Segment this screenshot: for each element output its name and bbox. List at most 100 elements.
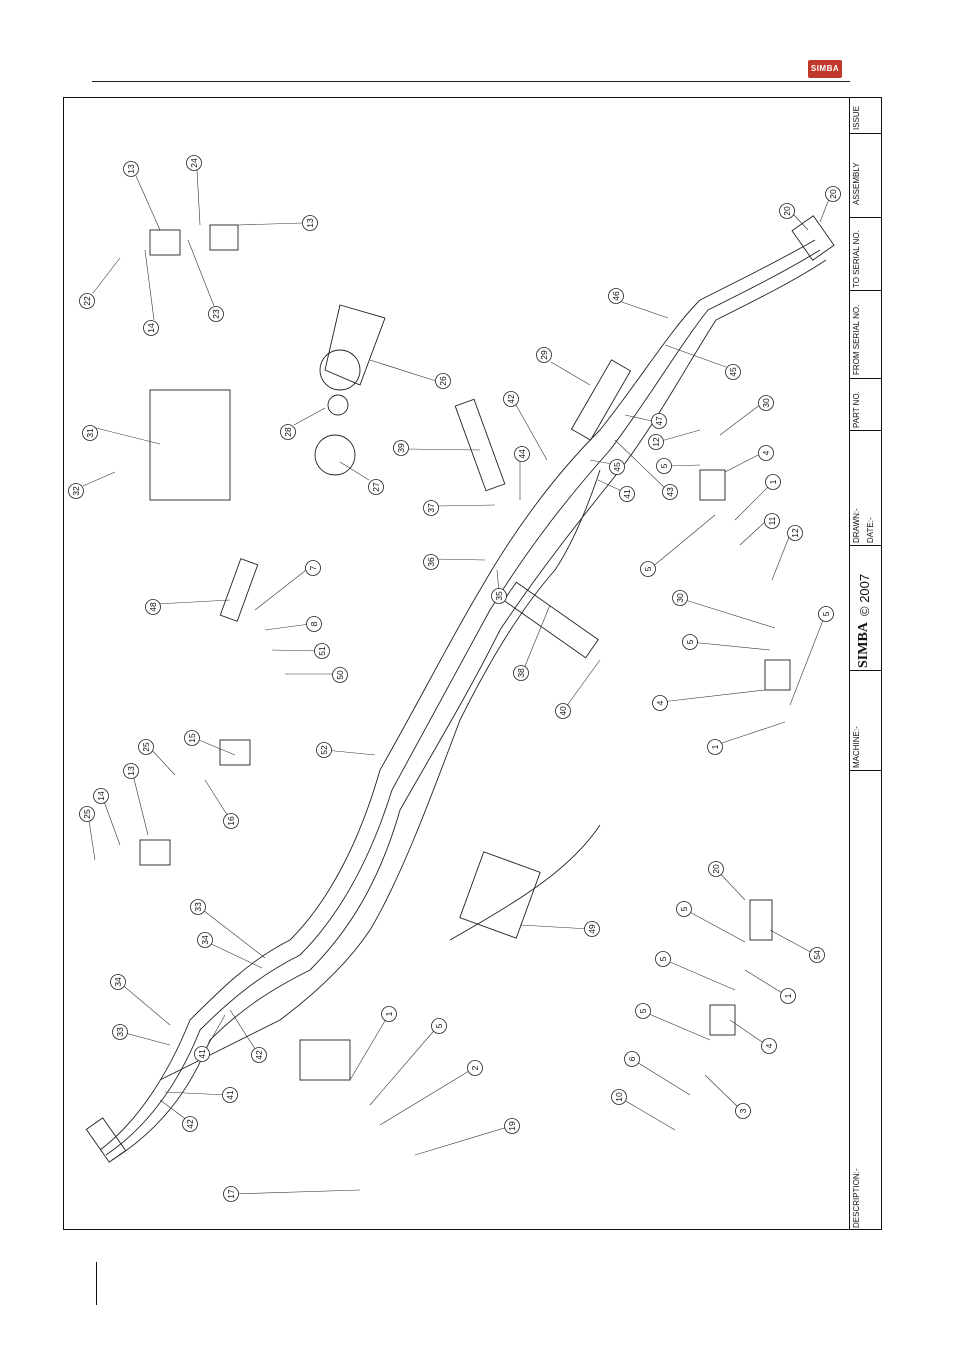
callout-circle (190, 899, 206, 915)
callout-number: 4 (655, 700, 665, 705)
callout-circle (513, 665, 529, 681)
callout-number: 5 (659, 463, 669, 468)
callout-balloon: 5 (640, 561, 656, 577)
callout-balloon: 30 (672, 590, 688, 606)
callout-balloon: 1 (780, 988, 796, 1004)
callout-circle (194, 1046, 210, 1062)
callout-number: 16 (226, 816, 236, 826)
mount-plate-26 (324, 304, 386, 386)
cylinder-29 (570, 359, 632, 441)
callout-circle (145, 599, 161, 615)
callout-balloon: 14 (93, 788, 109, 804)
callout-circle (184, 730, 200, 746)
callout-number: 14 (146, 323, 156, 333)
callout-number: 19 (507, 1121, 517, 1131)
callout-circle (735, 1103, 751, 1119)
callout-circle (314, 643, 330, 659)
callout-number: 13 (126, 164, 136, 174)
callout-circle (676, 901, 692, 917)
callout-number: 42 (185, 1119, 195, 1129)
callout-balloon: 25 (79, 806, 95, 822)
callout-balloon: 11 (764, 513, 780, 529)
callout-circle (423, 554, 439, 570)
front-coupler-block (791, 215, 835, 261)
cylinder-48 (219, 558, 259, 622)
callout-number: 49 (587, 924, 597, 934)
callout-circle (503, 391, 519, 407)
callout-balloon: 43 (662, 484, 678, 500)
callout-number: 29 (539, 350, 549, 360)
callout-balloon: 14 (143, 320, 159, 336)
callout-balloon: 54 (809, 947, 825, 963)
coupling-body-17 (299, 1039, 351, 1081)
callout-number: 52 (319, 745, 329, 755)
callout-number: 25 (141, 742, 151, 752)
callout-balloon: 5 (431, 1018, 447, 1034)
drawing-frame (63, 97, 882, 1230)
callout-balloon: 31 (82, 425, 98, 441)
callout-circle (640, 561, 656, 577)
callout-balloon: 35 (491, 588, 507, 604)
callout-circle (381, 1006, 397, 1022)
clamp-13b (209, 224, 239, 251)
callout-balloon: 20 (825, 186, 841, 202)
callout-circle (672, 590, 688, 606)
ring-28 (327, 394, 349, 416)
callout-circle (186, 155, 202, 171)
callout-number: 43 (665, 487, 675, 497)
callout-balloon: 42 (503, 391, 519, 407)
callout-balloon: 39 (393, 440, 409, 456)
cylinder-39 (454, 398, 506, 492)
callout-circle (182, 1116, 198, 1132)
callout-circle (514, 446, 530, 462)
callout-number: 12 (790, 528, 800, 538)
rear-coupler-block (85, 1117, 127, 1163)
callout-number: 47 (654, 416, 664, 426)
callout-number: 5 (685, 639, 695, 644)
callout-number: 2 (470, 1065, 480, 1070)
callout-balloon: 41 (619, 486, 635, 502)
callout-circle (611, 1089, 627, 1105)
callout-number: 25 (82, 809, 92, 819)
callout-balloon: 4 (652, 695, 668, 711)
callout-circle (656, 458, 672, 474)
callout-circle (655, 951, 671, 967)
callout-balloon: 45 (609, 459, 625, 475)
callout-number: 22 (82, 296, 92, 306)
callout-number: 24 (189, 158, 199, 168)
callout-number: 20 (828, 189, 838, 199)
callout-number: 30 (675, 593, 685, 603)
callout-number: 40 (558, 706, 568, 716)
callout-balloon: 13 (123, 161, 139, 177)
callout-circle (79, 293, 95, 309)
callout-balloon: 27 (368, 479, 384, 495)
callout-number: 45 (612, 462, 622, 472)
callout-balloon: 23 (208, 306, 224, 322)
callout-balloon: 37 (423, 500, 439, 516)
callout-balloon: 17 (223, 1186, 239, 1202)
bracket-edge (449, 824, 601, 941)
valve-block-31 (149, 389, 231, 501)
callout-number: 35 (494, 591, 504, 601)
callout-circle (491, 588, 507, 604)
cylinder-38 (503, 581, 599, 659)
callout-circle (758, 395, 774, 411)
callout-number: 5 (434, 1023, 444, 1028)
callout-number: 39 (396, 443, 406, 453)
callout-circle (707, 739, 723, 755)
callout-circle (423, 500, 439, 516)
callout-number: 8 (309, 621, 319, 626)
callout-balloon: 47 (651, 413, 667, 429)
callout-circle (302, 215, 318, 231)
callout-number: 17 (226, 1189, 236, 1199)
callout-balloon: 1 (707, 739, 723, 755)
callout-number: 28 (283, 427, 293, 437)
callout-circle (223, 1186, 239, 1202)
callout-number: 11 (767, 516, 777, 525)
callout-circle (761, 1038, 777, 1054)
tb-row-line (849, 290, 882, 291)
callout-circle (651, 413, 667, 429)
callout-balloon: 5 (635, 1003, 651, 1019)
tb-row-line (849, 770, 882, 771)
